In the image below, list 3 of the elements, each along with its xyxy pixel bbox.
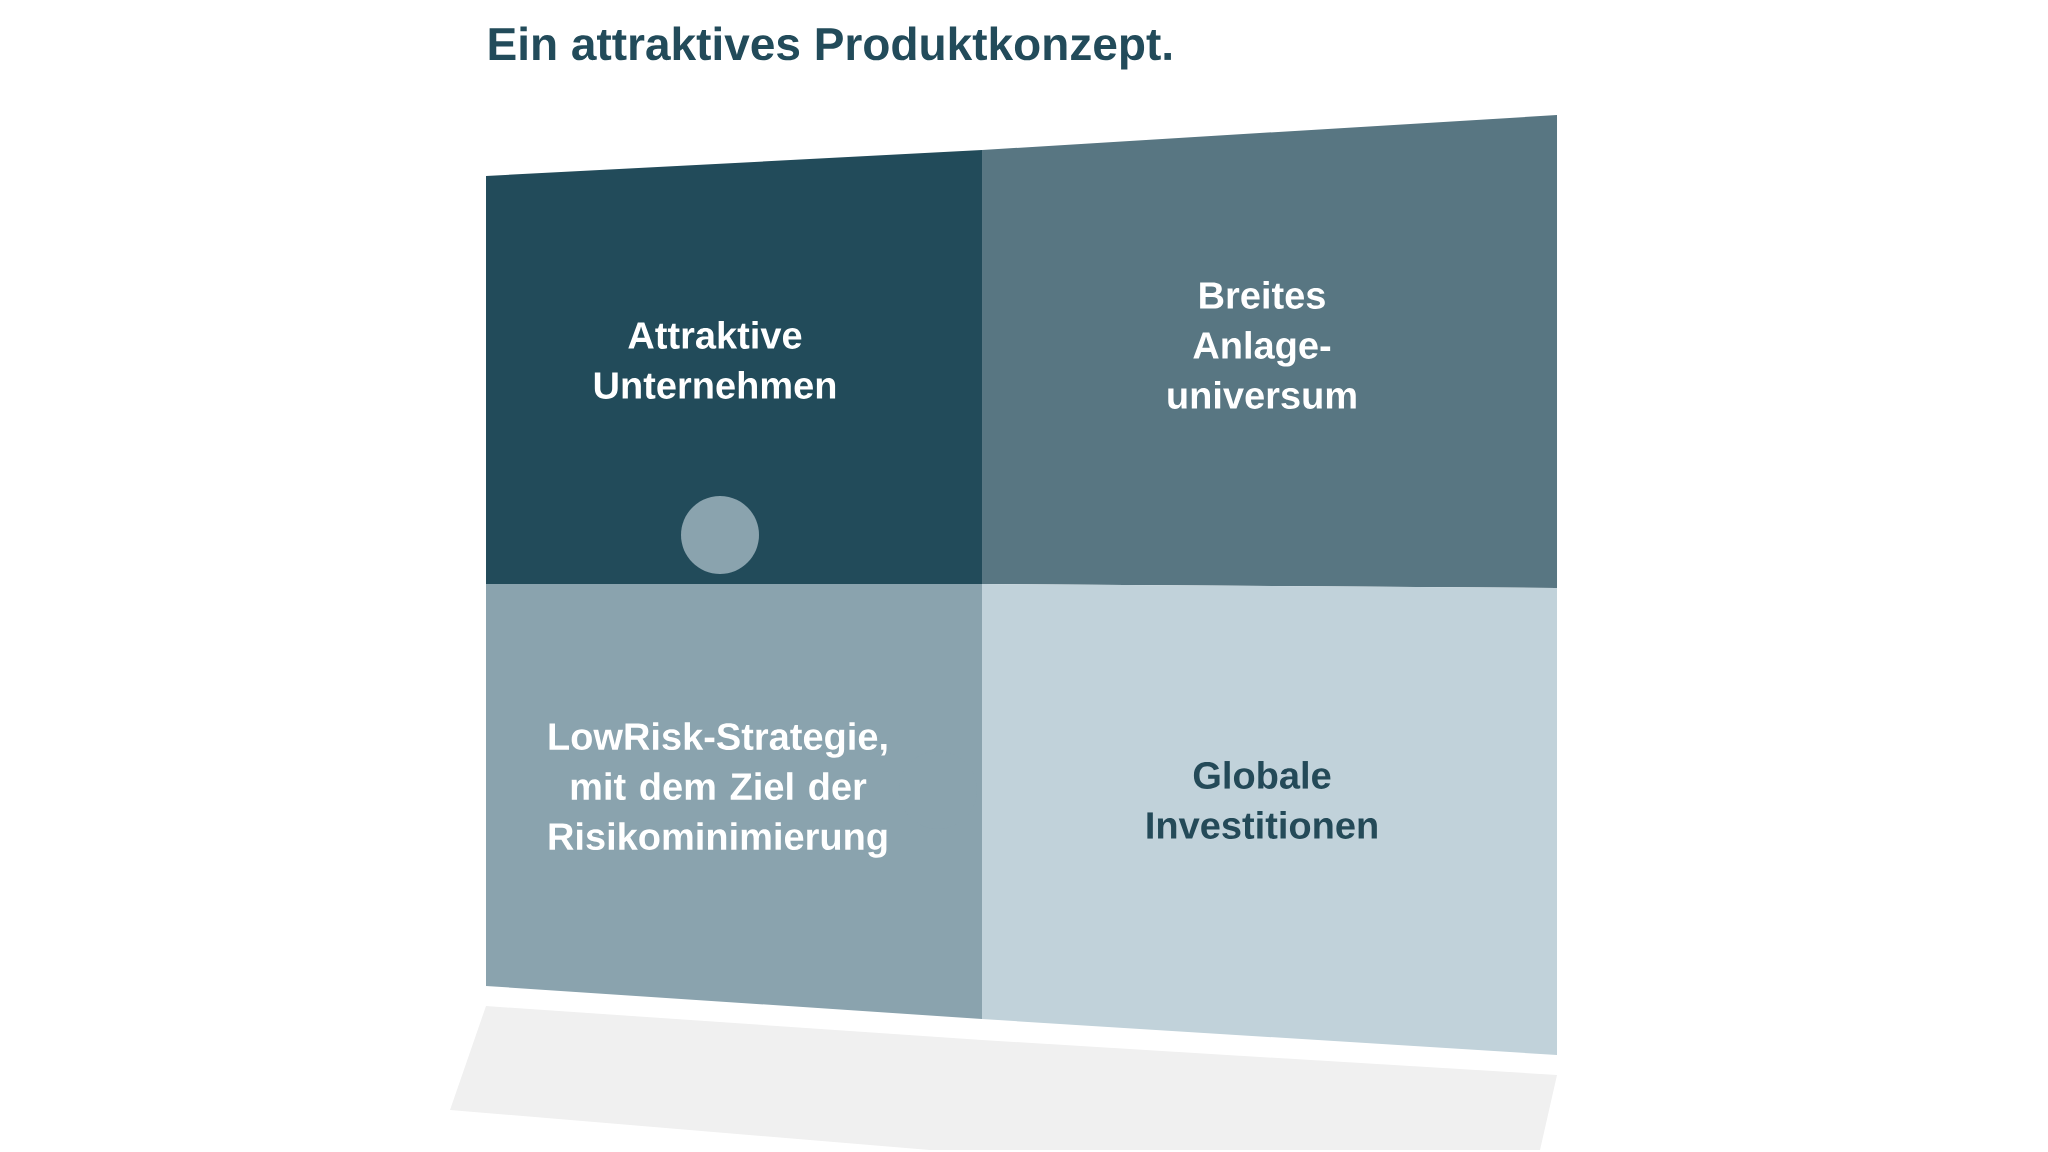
title: Ein attraktives Produktkonzept.	[489, 26, 1171, 70]
puzzle-piece: Globale Investitionen	[982, 584, 1557, 1055]
puzzle-piece: LowRisk-Strategie, mit dem Ziel der Risikominimierung	[486, 496, 982, 1019]
